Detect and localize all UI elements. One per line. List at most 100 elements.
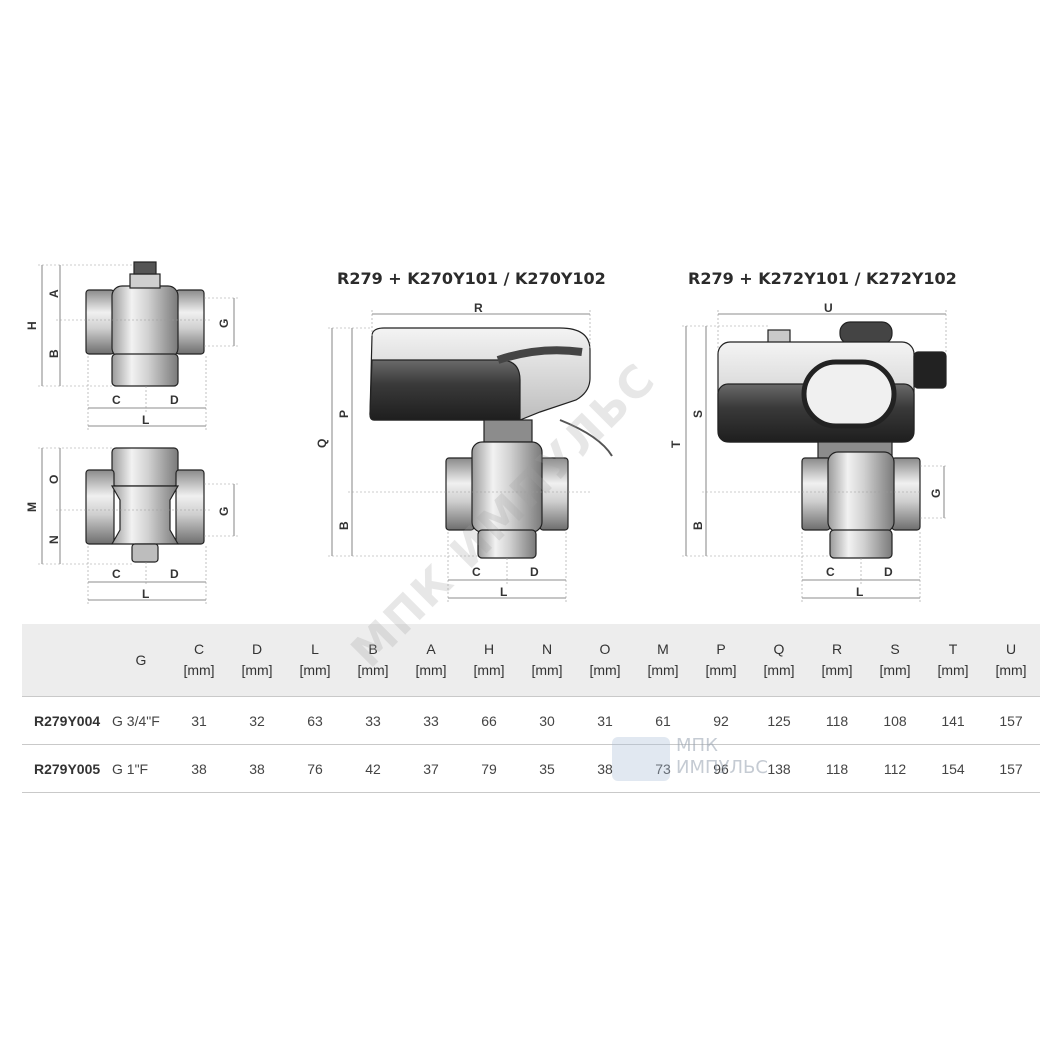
table-cell: 35	[518, 744, 576, 793]
label-t: T	[669, 440, 683, 448]
label-m: M	[25, 502, 39, 512]
label-o: O	[47, 475, 61, 484]
column-header-name: H	[483, 641, 495, 657]
table-cell: 73	[634, 744, 692, 793]
column-header-unit: [mm]	[241, 662, 273, 678]
label-p: P	[337, 410, 351, 418]
column-header: L[mm]	[286, 624, 344, 697]
label-n: N	[47, 535, 61, 544]
table-cell: 63	[286, 696, 344, 745]
column-header-unit: [mm]	[995, 662, 1027, 678]
dimensions-table: G C[mm]D[mm]L[mm] B [mm] A [mm] H [mm] N [mm] O [mm…	[22, 624, 1040, 793]
column-header: C[mm]	[170, 624, 228, 697]
table-cell: 32	[228, 696, 286, 745]
label-b-v1: B	[47, 349, 61, 358]
table-cell: 79	[460, 744, 518, 793]
label-l-v2: L	[142, 587, 149, 601]
table-cell: 157	[982, 696, 1040, 745]
label-l-v4: L	[856, 585, 863, 599]
table-cell: 96	[692, 744, 750, 793]
column-header-unit: [mm]	[589, 662, 621, 678]
table-cell: 112	[866, 744, 924, 793]
column-header: N [mm]	[518, 624, 576, 697]
label-r: R	[474, 301, 483, 315]
title-k272: R279 + K272Y101 / K272Y102	[688, 269, 957, 288]
label-g-v1: G	[217, 319, 231, 328]
label-b-v4: B	[691, 521, 705, 530]
table-cell: 38	[170, 744, 228, 793]
thread-size-cell: G 1"F	[112, 744, 170, 793]
column-header: G	[112, 624, 170, 697]
label-u: U	[824, 301, 833, 315]
valve-front-view	[85, 261, 205, 387]
column-header-name: U	[1005, 641, 1017, 657]
table-cell: 30	[518, 696, 576, 745]
table-cell: 76	[286, 744, 344, 793]
label-d-v2: D	[170, 567, 179, 581]
column-header-name: R	[831, 641, 843, 657]
label-l-v1: L	[142, 413, 149, 427]
table-cell: 38	[576, 744, 634, 793]
column-header-unit: [mm]	[415, 662, 447, 678]
thread-size-cell: G 3/4"F	[112, 696, 170, 745]
column-header-name: O	[599, 641, 611, 657]
table-cell: 157	[982, 744, 1040, 793]
label-b-v3: B	[337, 521, 351, 530]
column-header-unit: [mm]	[821, 662, 853, 678]
technical-drawings: H A B G C D L M O N G C D L R279 + K270Y…	[25, 261, 957, 604]
column-header: B [mm]	[344, 624, 402, 697]
column-header-name: Q	[773, 641, 785, 657]
column-header	[22, 624, 112, 697]
table-cell: 138	[750, 744, 808, 793]
table-cell: 37	[402, 744, 460, 793]
table-cell: 33	[344, 696, 402, 745]
column-header-unit: [mm]	[879, 662, 911, 678]
column-header-name: M	[657, 641, 669, 657]
table-cell: 154	[924, 744, 982, 793]
table-cell: 42	[344, 744, 402, 793]
table-cell: 118	[808, 744, 866, 793]
valve-top-view	[85, 447, 205, 563]
column-header: Q [mm]	[750, 624, 808, 697]
label-c-v2: C	[112, 567, 121, 581]
column-header-name: B	[368, 641, 378, 657]
label-d-v4: D	[884, 565, 893, 579]
column-header: O [mm]	[576, 624, 634, 697]
column-header: T[mm]	[924, 624, 982, 697]
column-header-name: N	[541, 641, 553, 657]
table-cell: 66	[460, 696, 518, 745]
label-d-v3: D	[530, 565, 539, 579]
table-cell: 118	[808, 696, 866, 745]
column-header: P[mm]	[692, 624, 750, 697]
column-header-name: A	[426, 641, 436, 657]
label-a: A	[47, 289, 61, 298]
label-c-v3: C	[472, 565, 481, 579]
column-header-unit: [mm]	[763, 662, 795, 678]
column-header-name: T	[948, 641, 958, 657]
table-cell: 125	[750, 696, 808, 745]
table-header-row: G C[mm]D[mm]L[mm] B [mm] A [mm] H [mm] N [mm] O [mm…	[22, 624, 1040, 697]
column-header-unit: [mm]	[473, 662, 505, 678]
column-header: R [mm]	[808, 624, 866, 697]
column-header-name: S	[890, 641, 900, 657]
column-header: D[mm]	[228, 624, 286, 697]
table-cell: 33	[402, 696, 460, 745]
column-header: A [mm]	[402, 624, 460, 697]
column-header-name: G	[135, 651, 147, 668]
k272-actuator-assembly	[717, 321, 947, 559]
column-header-unit: [mm]	[647, 662, 679, 678]
label-h: H	[25, 321, 39, 330]
column-header-unit: [mm]	[357, 662, 389, 678]
model-code-cell: R279Y004	[22, 696, 112, 745]
label-s: S	[691, 410, 705, 418]
column-header: U [mm]	[982, 624, 1040, 697]
label-c-v1: C	[112, 393, 121, 407]
column-header-unit: [mm]	[299, 662, 331, 678]
column-header-unit: [mm]	[531, 662, 563, 678]
label-q: Q	[315, 439, 329, 448]
table-cell: 61	[634, 696, 692, 745]
label-g-v2: G	[217, 507, 231, 516]
table-cell: 38	[228, 744, 286, 793]
